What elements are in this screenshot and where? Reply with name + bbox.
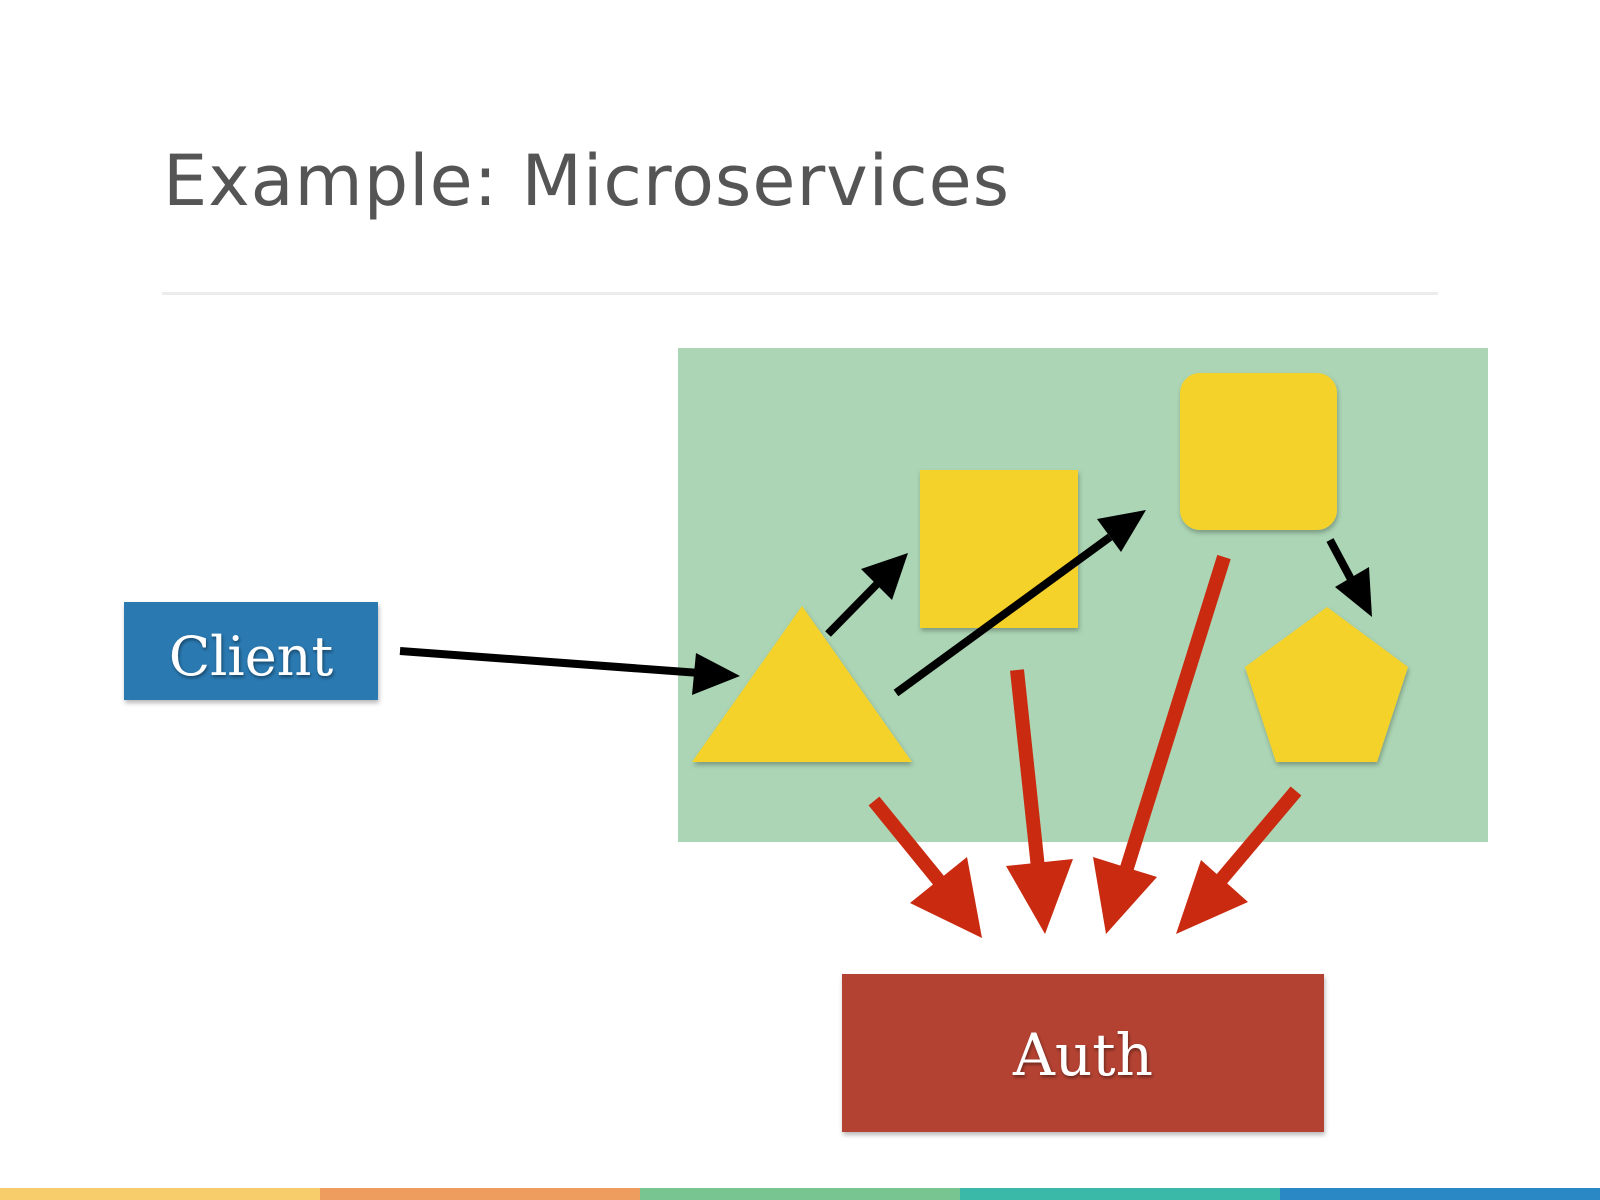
auth-box: Auth (842, 974, 1324, 1132)
rounded-square-service-node (1180, 373, 1337, 530)
auth-arrow-from-rounded-square (1093, 554, 1231, 934)
footer-stripe-orange (320, 1188, 640, 1200)
pentagon-service-node (1245, 607, 1408, 762)
auth-label: Auth (1012, 1021, 1153, 1089)
auth-arrow-from-pentagon (1176, 786, 1302, 934)
footer-stripe-teal (960, 1188, 1280, 1200)
square-service-node (920, 470, 1078, 628)
footer-stripe-yellow (0, 1188, 320, 1200)
triangle-service-node (692, 606, 912, 762)
footer-stripe-blue (1280, 1188, 1600, 1200)
footer-color-bar (0, 1188, 1600, 1200)
slide-title: Example: Microservices (163, 140, 1011, 222)
call-arrow-rounded-square-to-pentagon (1326, 538, 1372, 617)
footer-stripe-green (640, 1188, 960, 1200)
client-label: Client (169, 625, 334, 688)
call-arrow-triangle-to-square (825, 553, 908, 637)
client-box: Client (124, 602, 378, 700)
auth-arrow-from-triangle (868, 796, 982, 938)
title-divider (162, 292, 1438, 295)
call-arrow-client-to-triangle (399, 647, 740, 695)
call-arrow-triangle-to-rounded-square (893, 510, 1146, 697)
auth-arrow-from-square (1006, 669, 1073, 934)
